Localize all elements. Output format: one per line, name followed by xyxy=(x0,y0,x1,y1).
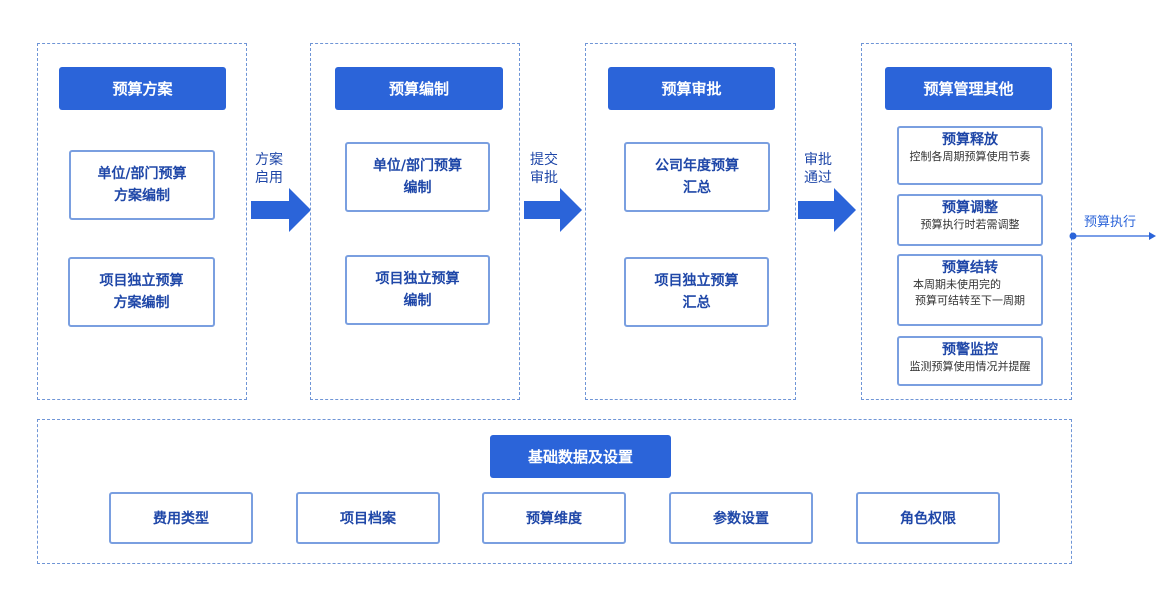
box-line: 项目独立预算 xyxy=(99,273,184,289)
box-line: 编制 xyxy=(403,293,432,309)
box-line: 编制 xyxy=(403,180,432,196)
project-summary-box: 项目独立预算汇总 xyxy=(624,257,769,327)
item-desc: 预算执行时若需调整 xyxy=(920,218,1020,231)
item-title: 预警监控 xyxy=(942,342,998,358)
role-permission-box: 角色权限 xyxy=(856,492,1000,544)
flow-arrow-icon xyxy=(524,188,582,232)
expense-type-box: 费用类型 xyxy=(109,492,253,544)
budget-release-box: 预算释放 控制各周期预算使用节奏 xyxy=(897,126,1043,185)
alert-monitor-box: 预警监控 监测预算使用情况并提醒 xyxy=(897,336,1043,386)
box-line: 汇总 xyxy=(682,295,711,311)
item-desc: 预算可结转至下一周期 xyxy=(915,294,1025,307)
budget-execution-label: 预算执行 xyxy=(1084,215,1137,230)
item-title: 预算调整 xyxy=(942,200,998,216)
box-line: 单位/部门预算 xyxy=(97,166,187,182)
item-title: 预算结转 xyxy=(942,260,998,276)
project-plan-box: 项目独立预算方案编制 xyxy=(68,257,215,327)
arrow-label-plan-enable: 方案 启用 xyxy=(248,151,290,187)
item-desc: 控制各周期预算使用节奏 xyxy=(909,150,1031,163)
unit-plan-box: 单位/部门预算方案编制 xyxy=(69,150,215,220)
arrow-label-approved: 审批 通过 xyxy=(797,151,839,187)
box-line: 方案编制 xyxy=(113,295,170,311)
budget-adjust-box: 预算调整 预算执行时若需调整 xyxy=(897,194,1043,246)
arrow-label-line: 启用 xyxy=(255,170,283,186)
arrow-label-line: 提交 xyxy=(530,152,558,168)
base-data-header: 基础数据及设置 xyxy=(490,435,671,478)
unit-compile-box: 单位/部门预算编制 xyxy=(345,142,490,212)
arrow-label-submit-approval: 提交 审批 xyxy=(522,151,566,187)
item-desc: 监测预算使用情况并提醒 xyxy=(909,360,1031,373)
box-line: 项目独立预算 xyxy=(375,271,460,287)
arrow-label-line: 通过 xyxy=(804,170,832,186)
box-line: 汇总 xyxy=(683,180,711,196)
stage-budget-compile-header: 预算编制 xyxy=(335,67,503,110)
budget-carryover-box: 预算结转 本周期未使用完的 预算可结转至下一周期 xyxy=(897,254,1043,326)
arrow-label-line: 方案 xyxy=(255,152,283,168)
item-title: 预算释放 xyxy=(942,132,998,148)
box-line: 单位/部门预算 xyxy=(372,158,463,174)
box-line: 方案编制 xyxy=(114,188,170,204)
flow-arrow-icon xyxy=(251,188,311,232)
stage-budget-plan-header: 预算方案 xyxy=(59,67,226,110)
project-compile-box: 项目独立预算编制 xyxy=(345,255,490,325)
arrow-label-line: 审批 xyxy=(530,170,558,186)
parameter-settings-box: 参数设置 xyxy=(669,492,813,544)
arrow-label-line: 审批 xyxy=(804,152,832,168)
company-summary-box: 公司年度预算汇总 xyxy=(624,142,770,212)
stage-budget-other-header: 预算管理其他 xyxy=(885,67,1052,110)
execution-arrow-icon xyxy=(1069,232,1156,240)
budget-dimension-box: 预算维度 xyxy=(482,492,626,544)
box-line: 项目独立预算 xyxy=(654,273,739,289)
item-desc: 本周期未使用完的 xyxy=(913,278,1001,291)
project-archive-box: 项目档案 xyxy=(296,492,440,544)
box-line: 公司年度预算 xyxy=(655,158,739,174)
stage-budget-approval-header: 预算审批 xyxy=(608,67,775,110)
flow-arrow-icon xyxy=(798,188,856,232)
